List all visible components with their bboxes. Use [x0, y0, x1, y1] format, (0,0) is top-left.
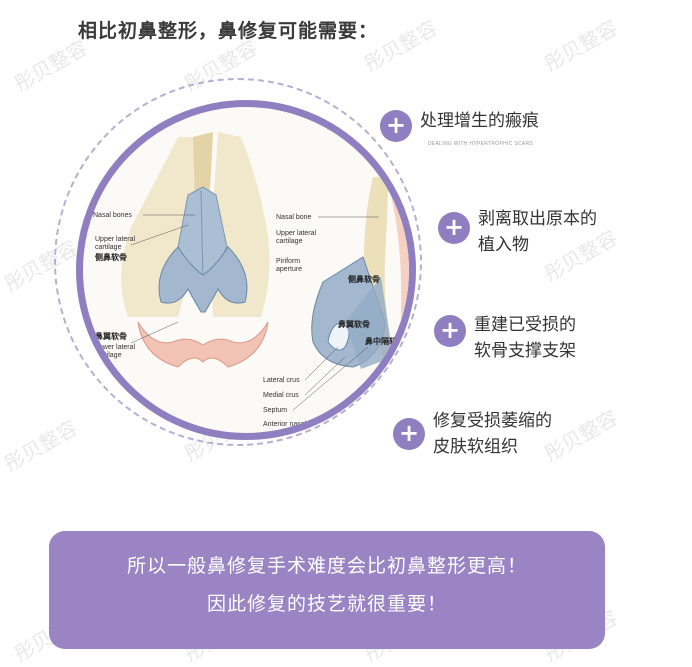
label-lower-lateral-1: Lower lateral	[95, 344, 136, 351]
label-septum: Septum	[263, 407, 287, 414]
feature-4-line-2: 皮肤软组织	[433, 437, 518, 457]
feature-3-line-1: 重建已受损的	[474, 315, 576, 335]
label-anterior-spine: Anterior nasal spine	[263, 421, 325, 428]
banner-line-2: 因此修复的技艺就很重要！	[206, 593, 447, 615]
watermark: 彤贝整容	[0, 415, 82, 477]
nose-anatomy-diagram: Nasal bones Upper lateral cartilage 侧鼻软骨…	[76, 100, 416, 440]
page-title: 相比初鼻整形，鼻修复可能需要：	[78, 20, 379, 42]
label-upper-lateral-cn: 侧鼻软骨	[95, 252, 127, 262]
feature-1-line-1: 处理增生的瘢痕	[420, 111, 539, 131]
nose-anatomy-svg: Nasal bones Upper lateral cartilage 侧鼻软骨…	[93, 107, 409, 433]
label-nasal-bone: Nasal bone	[276, 214, 312, 221]
plus-icon: +	[438, 212, 470, 244]
label-lateral-crus: Lateral crus	[263, 377, 300, 384]
label-alar-cn: 鼻翼软骨	[338, 319, 370, 329]
label-upper-lateral-1: Upper lateral	[95, 236, 136, 243]
label-piriform-1: Piriform	[276, 258, 300, 265]
label-lower-lateral-cn: 鼻翼软骨	[95, 331, 127, 341]
feature-2-line-1: 剥离取出原本的	[478, 209, 597, 229]
label-side-upper-lateral-1: Upper lateral	[276, 230, 317, 237]
summary-banner: 所以一般鼻修复手术难度会比初鼻整形更高！ 因此修复的技艺就很重要！	[49, 531, 605, 649]
label-piriform-2: aperture	[276, 266, 302, 273]
side-view: Nasal bone Upper lateral cartilage Pirif…	[263, 107, 409, 433]
label-medial-crus: Medial crus	[263, 392, 299, 399]
label-nasal-bones: Nasal bones	[93, 212, 132, 219]
dashed-ring	[54, 78, 422, 446]
front-view: Nasal bones Upper lateral cartilage 侧鼻软骨…	[93, 132, 270, 368]
plus-icon: +	[393, 418, 425, 450]
label-side-upper-lateral-cn: 侧鼻软骨	[348, 274, 380, 284]
feature-4-line-1: 修复受损萎缩的	[433, 411, 552, 431]
banner-line-1: 所以一般鼻修复手术难度会比初鼻整形更高！	[126, 555, 527, 577]
feature-2-line-2: 植入物	[478, 235, 529, 255]
label-lower-lateral-2: cartilage	[95, 352, 122, 359]
watermark: 彤贝整容	[540, 15, 622, 77]
feature-1-sub: DEALING WITH HYPERTROPHIC SCARS	[428, 141, 534, 147]
label-upper-lateral-2: cartilage	[95, 244, 122, 251]
plus-icon: +	[380, 110, 412, 142]
label-septal-cn: 鼻中隔软骨	[365, 336, 405, 346]
plus-icon: +	[434, 315, 466, 347]
feature-3-line-2: 软骨支撑支架	[474, 341, 576, 361]
label-side-upper-lateral-2: cartilage	[276, 238, 303, 245]
